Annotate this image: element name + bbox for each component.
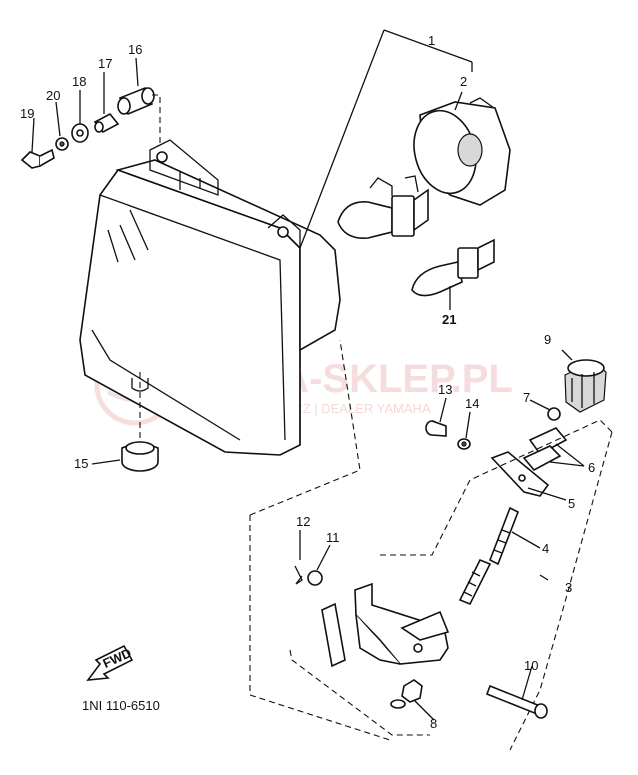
callout-9: 9 [544,332,551,347]
callout-19: 19 [20,106,34,121]
callout-17: 17 [98,56,112,71]
diagram-code: 1NI 110-6510 [82,698,160,713]
grommet-15 [121,441,159,472]
callout-20: 20 [46,88,60,103]
callout-1: 1 [428,33,435,48]
washer-20 [55,137,69,151]
leader-lines [31,57,585,721]
callout-18: 18 [72,74,86,89]
callout-5: 5 [568,496,575,511]
bulb-21 [411,238,495,297]
washer-11 [307,570,323,586]
callout-3: 3 [565,580,572,595]
callout-10: 10 [524,658,538,673]
screw-13 [425,420,447,437]
callout-16: 16 [128,42,142,57]
callout-21: 21 [442,312,456,327]
clip-12 [294,565,303,585]
headlight-bulb [337,175,429,239]
callout-8: 8 [430,716,437,731]
collar-17 [93,112,120,134]
callout-2: 2 [460,74,467,89]
callout-12: 12 [296,514,310,529]
callout-6: 6 [588,460,595,475]
nut-14 [457,438,471,450]
callout-15: 15 [74,456,88,471]
callout-4: 4 [542,541,549,556]
screw-19 [20,148,55,169]
bolt-10 [485,684,548,719]
nut-7 [547,407,561,421]
adjusting-screw-4 [458,506,520,606]
mounting-bracket [321,582,450,668]
nut-8 [390,679,423,709]
bulb-socket-2 [413,97,511,206]
callout-14: 14 [465,396,479,411]
adjuster-knob-9 [564,359,607,413]
callout-11: 11 [326,530,340,545]
callout-7: 7 [523,390,530,405]
callout-13: 13 [438,382,452,397]
washer-18 [71,123,89,143]
callouts: 1 2 3 4 5 6 7 8 9 10 11 12 13 14 15 16 1… [20,33,595,731]
fwd-arrow: FWD [86,644,134,681]
clip-6 [522,427,568,472]
grommet-16 [117,86,155,116]
headlight-housing [79,139,341,456]
